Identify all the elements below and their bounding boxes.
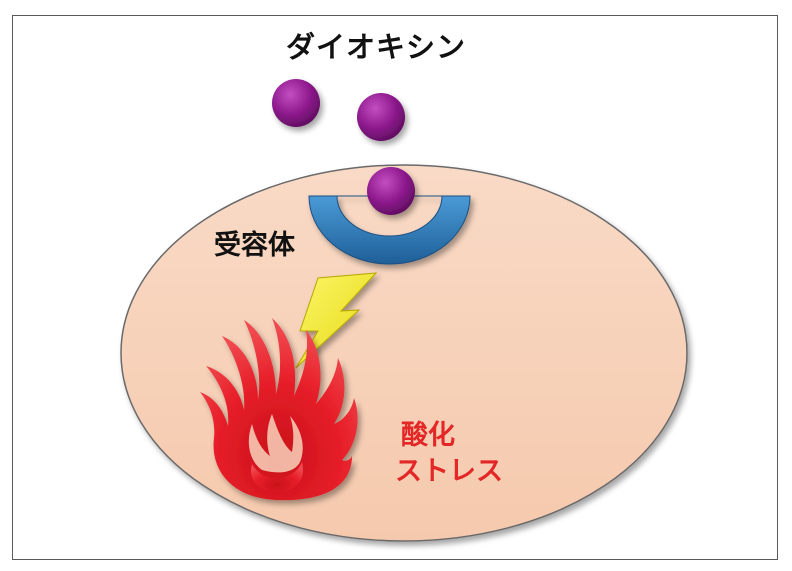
receptor-label: 受容体 xyxy=(214,232,295,259)
dioxin-molecule xyxy=(272,79,320,127)
bound-dioxin-molecule xyxy=(367,167,415,215)
oxidative-stress-line1: 酸化 xyxy=(395,418,503,454)
oxidative-stress-line2: ストレス xyxy=(395,454,503,490)
dioxin-label: ダイオキシン xyxy=(286,33,466,62)
oxidative-stress-label: 酸化 ストレス xyxy=(395,418,503,490)
dioxin-molecule xyxy=(357,93,405,141)
